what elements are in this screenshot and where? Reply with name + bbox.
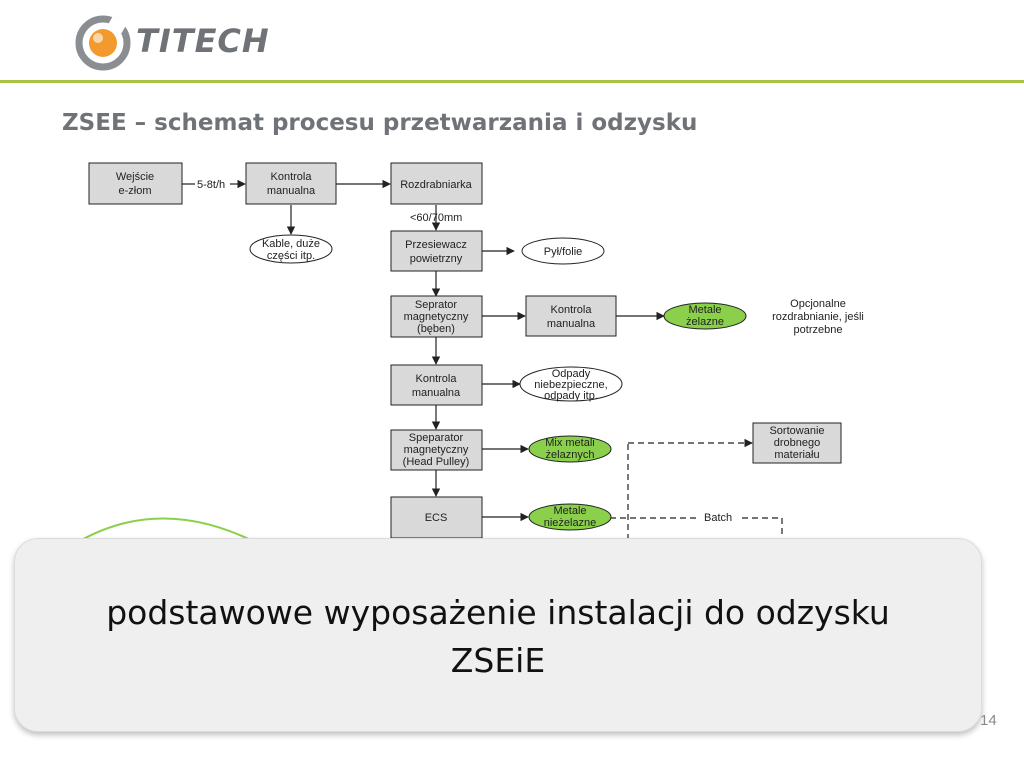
titech-logo-icon bbox=[75, 15, 131, 71]
box-ecs: ECS bbox=[390, 496, 483, 539]
box-shredder: Rozdrabniarka bbox=[390, 162, 483, 205]
connectors bbox=[182, 179, 783, 540]
svg-text:magnetyczny: magnetyczny bbox=[404, 444, 469, 456]
oval-nonferrous-metals: Metale nieżelazne bbox=[528, 503, 612, 531]
svg-text:Odpady: Odpady bbox=[552, 368, 591, 380]
oval-dust: Pył/folie bbox=[521, 237, 605, 265]
box-manual-2: Kontrola manualna bbox=[525, 295, 617, 337]
header-divider bbox=[0, 80, 1024, 83]
svg-text:manualna: manualna bbox=[267, 185, 316, 197]
dashed-connectors bbox=[600, 438, 783, 540]
svg-text:Kontrola: Kontrola bbox=[271, 171, 313, 183]
optional-shredding-note: Opcjonalne rozdrabnianie, jeśli potrzebn… bbox=[772, 298, 864, 336]
svg-text:potrzebne: potrzebne bbox=[794, 324, 843, 336]
svg-text:żelaznych: żelaznych bbox=[546, 449, 595, 461]
svg-text:Sortowanie: Sortowanie bbox=[769, 425, 824, 437]
caption-text: podstawowe wyposażenie instalacji do odz… bbox=[15, 589, 981, 685]
caption-line-1: podstawowe wyposażenie instalacji do odz… bbox=[106, 593, 890, 632]
svg-text:magnetyczny: magnetyczny bbox=[404, 311, 469, 323]
slide-title: ZSEE – schemat procesu przetwarzania i o… bbox=[62, 110, 698, 136]
svg-text:e-złom: e-złom bbox=[118, 185, 151, 197]
box-manual-1: Kontrola manualna bbox=[245, 162, 337, 205]
svg-text:Seprator: Seprator bbox=[415, 299, 458, 311]
svg-text:Kable, duże: Kable, duże bbox=[262, 238, 320, 250]
box-magnetic-separator-drum: Seprator magnetyczny (bęben) bbox=[390, 295, 483, 338]
rate-label: 5-8t/h bbox=[197, 179, 225, 191]
svg-text:(Head Pulley): (Head Pulley) bbox=[403, 456, 470, 468]
titech-logo: TITECH bbox=[74, 14, 274, 72]
svg-text:Przesiewacz: Przesiewacz bbox=[405, 239, 467, 251]
caption-line-2: ZSEiE bbox=[450, 641, 546, 680]
svg-text:Opcjonalne: Opcjonalne bbox=[790, 298, 846, 310]
svg-text:manualna: manualna bbox=[412, 387, 461, 399]
svg-text:ECS: ECS bbox=[425, 512, 448, 524]
svg-text:niebezpieczne,: niebezpieczne, bbox=[534, 379, 607, 391]
caption-overlay: podstawowe wyposażenie instalacji do odz… bbox=[14, 538, 982, 732]
svg-text:odpady itp.: odpady itp. bbox=[544, 390, 598, 402]
svg-text:Metale: Metale bbox=[553, 505, 586, 517]
svg-text:Speparator: Speparator bbox=[409, 432, 464, 444]
process-flow-diagram: 5-8t/h <60/70mm Batch Wejście e-złom Kon… bbox=[77, 162, 864, 543]
oval-ferrous-metals: Metale żelazne bbox=[663, 302, 747, 330]
green-arc-decoration bbox=[77, 517, 256, 543]
box-input: Wejście e-złom bbox=[88, 162, 183, 205]
svg-text:Kontrola: Kontrola bbox=[416, 373, 458, 385]
svg-text:materiału: materiału bbox=[774, 449, 819, 461]
oval-hazardous-waste: Odpady niebezpieczne, odpady itp. bbox=[519, 366, 623, 402]
oval-cables: Kable, duże części itp. bbox=[249, 234, 333, 264]
svg-text:Wejście: Wejście bbox=[116, 171, 154, 183]
svg-text:manualna: manualna bbox=[547, 318, 596, 330]
box-head-pulley-separator: Speparator magnetyczny (Head Pulley) bbox=[390, 429, 483, 471]
svg-text:Kontrola: Kontrola bbox=[551, 304, 593, 316]
size-label: <60/70mm bbox=[410, 212, 462, 224]
svg-text:(bęben): (bęben) bbox=[417, 323, 455, 335]
batch-label: Batch bbox=[704, 512, 732, 524]
svg-text:powietrzny: powietrzny bbox=[410, 253, 463, 265]
svg-text:żelazne: żelazne bbox=[686, 316, 724, 328]
svg-text:Mix metali: Mix metali bbox=[545, 437, 595, 449]
box-fine-sorting: Sortowanie drobnego materiału bbox=[752, 422, 842, 464]
page-number: 14 bbox=[980, 712, 997, 729]
svg-text:Metale: Metale bbox=[688, 304, 721, 316]
svg-text:nieżelazne: nieżelazne bbox=[544, 517, 597, 529]
box-air-sifter: Przesiewacz powietrzny bbox=[390, 230, 483, 272]
svg-text:części itp.: części itp. bbox=[267, 250, 315, 262]
oval-mix-ferrous: Mix metali żelaznych bbox=[528, 435, 612, 463]
svg-text:Pył/folie: Pył/folie bbox=[544, 246, 583, 258]
svg-text:rozdrabnianie, jeśli: rozdrabnianie, jeśli bbox=[772, 311, 864, 323]
svg-text:drobnego: drobnego bbox=[774, 437, 821, 449]
svg-text:Rozdrabniarka: Rozdrabniarka bbox=[400, 179, 472, 191]
logo-text: TITECH bbox=[136, 22, 270, 60]
box-manual-3: Kontrola manualna bbox=[390, 364, 483, 406]
